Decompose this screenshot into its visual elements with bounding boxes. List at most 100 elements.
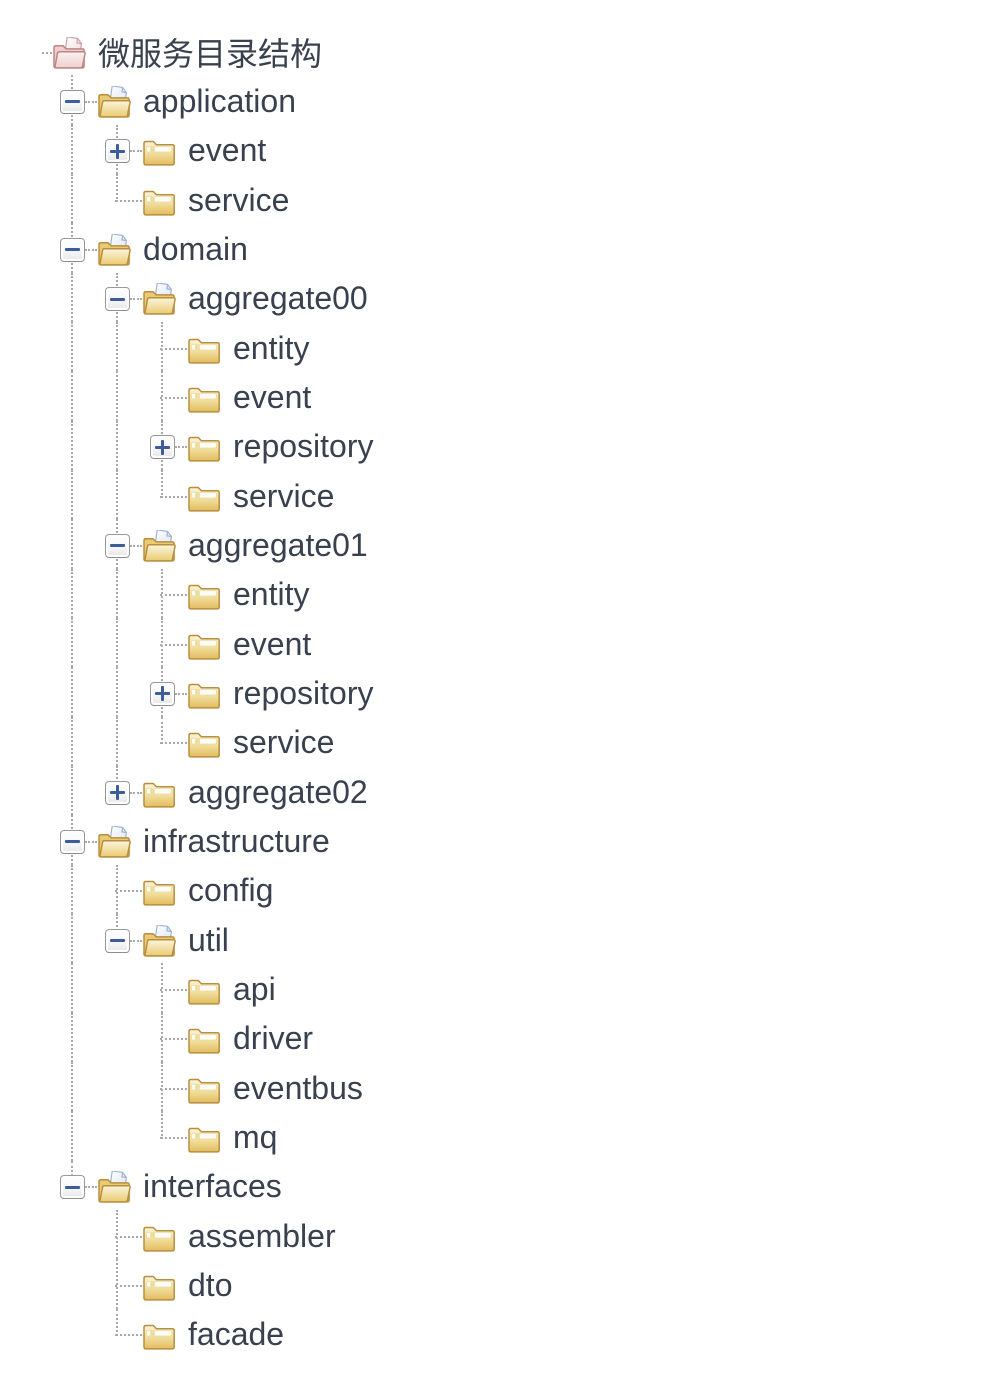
folder-closed-icon[interactable] bbox=[187, 727, 221, 759]
folder-closed-icon[interactable] bbox=[142, 185, 176, 217]
tree-node-interfaces[interactable]: interfaces bbox=[0, 1160, 982, 1210]
folder-closed-icon[interactable] bbox=[187, 974, 221, 1006]
tree-node-label[interactable]: service bbox=[188, 181, 290, 218]
folder-closed-icon[interactable] bbox=[142, 777, 176, 809]
expander-bar bbox=[116, 785, 119, 801]
folder-closed-icon[interactable] bbox=[187, 629, 221, 661]
tree-node-event[interactable]: event bbox=[0, 371, 982, 421]
folder-open-icon[interactable] bbox=[97, 85, 131, 118]
tree-node-application[interactable]: application bbox=[0, 75, 982, 125]
expand-plus-icon[interactable] bbox=[150, 435, 175, 460]
tree-node-label[interactable]: application bbox=[143, 82, 296, 119]
folder-closed-icon[interactable] bbox=[142, 875, 176, 907]
tree-node-config[interactable]: config bbox=[0, 864, 982, 914]
tree-node-label[interactable]: dto bbox=[188, 1266, 233, 1303]
tree-node-aggregate02[interactable]: aggregate02 bbox=[0, 765, 982, 816]
tree-node-root[interactable]: 微服务目录结构 bbox=[0, 26, 982, 75]
tree-node-label[interactable]: driver bbox=[233, 1019, 314, 1056]
tree-node-entity[interactable]: entity bbox=[0, 568, 982, 618]
folder-closed-icon[interactable] bbox=[142, 1319, 176, 1351]
folder-closed-icon[interactable] bbox=[187, 1073, 221, 1105]
tree-node-label[interactable]: assembler bbox=[188, 1217, 336, 1254]
project-root-icon[interactable] bbox=[52, 36, 86, 69]
folder-closed-icon[interactable] bbox=[187, 481, 221, 513]
tree-connector-line bbox=[71, 913, 73, 964]
tree-node-label[interactable]: config bbox=[188, 871, 274, 908]
tree-node-label[interactable]: util bbox=[188, 921, 229, 958]
collapse-minus-icon[interactable] bbox=[60, 89, 85, 114]
tree-node-repository[interactable]: repository bbox=[0, 667, 982, 717]
tree-node-repository[interactable]: repository bbox=[0, 420, 982, 470]
tree-node-mq[interactable]: mq bbox=[0, 1111, 982, 1161]
folder-closed-icon[interactable] bbox=[187, 678, 221, 710]
tree-node-entity[interactable]: entity bbox=[0, 321, 982, 372]
tree-node-label[interactable]: service bbox=[233, 477, 335, 514]
folder-closed-icon[interactable] bbox=[187, 1122, 221, 1154]
tree-node-label[interactable]: eventbus bbox=[233, 1069, 363, 1106]
tree-node-domain[interactable]: domain bbox=[0, 223, 982, 273]
tree-node-event[interactable]: event bbox=[0, 617, 982, 668]
folder-closed-icon[interactable] bbox=[142, 1221, 176, 1253]
tree-connector-line bbox=[71, 124, 73, 174]
tree-node-label[interactable]: service bbox=[233, 724, 335, 761]
expand-plus-icon[interactable] bbox=[150, 681, 175, 706]
folder-closed-icon[interactable] bbox=[187, 579, 221, 611]
tree-node-label[interactable]: aggregate02 bbox=[188, 773, 368, 810]
collapse-minus-icon[interactable] bbox=[60, 829, 85, 854]
expand-plus-icon[interactable] bbox=[105, 139, 130, 164]
tree-node-dto[interactable]: dto bbox=[0, 1259, 982, 1309]
tree-connector-line bbox=[71, 1061, 73, 1112]
expander-bar bbox=[161, 686, 164, 702]
tree-connector-line bbox=[161, 371, 163, 421]
collapse-minus-icon[interactable] bbox=[105, 533, 130, 558]
tree-node-label[interactable]: repository bbox=[233, 674, 374, 711]
folder-open-icon[interactable] bbox=[142, 529, 176, 562]
folder-closed-icon[interactable] bbox=[142, 1270, 176, 1302]
folder-open-icon[interactable] bbox=[142, 924, 176, 957]
tree-connector-line bbox=[161, 617, 163, 668]
tree-node-label[interactable]: interfaces bbox=[143, 1167, 282, 1204]
tree-node-service[interactable]: service bbox=[0, 716, 982, 766]
tree-node-util[interactable]: util bbox=[0, 913, 982, 964]
folder-closed-icon[interactable] bbox=[187, 1023, 221, 1055]
collapse-minus-icon[interactable] bbox=[60, 237, 85, 262]
collapse-minus-icon[interactable] bbox=[105, 928, 130, 953]
tree-node-infrastructure[interactable]: infrastructure bbox=[0, 815, 982, 865]
tree-node-label[interactable]: repository bbox=[233, 428, 374, 465]
tree-node-aggregate00[interactable]: aggregate00 bbox=[0, 272, 982, 322]
folder-open-icon[interactable] bbox=[142, 283, 176, 315]
tree-node-label[interactable]: api bbox=[233, 970, 276, 1007]
tree-node-label[interactable]: event bbox=[233, 625, 312, 662]
tree-node-label[interactable]: event bbox=[233, 378, 312, 415]
folder-open-icon[interactable] bbox=[97, 825, 131, 858]
tree-node-label[interactable]: aggregate00 bbox=[188, 280, 368, 317]
folder-closed-icon[interactable] bbox=[187, 382, 221, 414]
tree-node-service[interactable]: service bbox=[0, 173, 982, 224]
tree-node-aggregate01[interactable]: aggregate01 bbox=[0, 519, 982, 569]
tree-node-api[interactable]: api bbox=[0, 963, 982, 1013]
folder-closed-icon[interactable] bbox=[187, 431, 221, 463]
tree-node-eventbus[interactable]: eventbus bbox=[0, 1061, 982, 1112]
tree-node-assembler[interactable]: assembler bbox=[0, 1209, 982, 1260]
collapse-minus-icon[interactable] bbox=[60, 1175, 85, 1200]
collapse-minus-icon[interactable] bbox=[105, 287, 130, 312]
tree-node-service[interactable]: service bbox=[0, 469, 982, 520]
tree-node-label[interactable]: 微服务目录结构 bbox=[98, 35, 323, 72]
folder-open-icon[interactable] bbox=[97, 1171, 131, 1203]
tree-node-label[interactable]: facade bbox=[188, 1315, 285, 1352]
folder-open-icon[interactable] bbox=[97, 233, 131, 266]
tree-node-label[interactable]: entity bbox=[233, 576, 310, 613]
expander-bar bbox=[110, 939, 125, 943]
expand-plus-icon[interactable] bbox=[105, 780, 130, 805]
tree-node-driver[interactable]: driver bbox=[0, 1012, 982, 1062]
tree-node-label[interactable]: mq bbox=[233, 1118, 278, 1155]
folder-closed-icon[interactable] bbox=[142, 135, 176, 167]
tree-node-event[interactable]: event bbox=[0, 124, 982, 174]
tree-node-label[interactable]: entity bbox=[233, 329, 310, 366]
tree-node-facade[interactable]: facade bbox=[0, 1308, 982, 1358]
tree-node-label[interactable]: infrastructure bbox=[143, 822, 330, 859]
tree-node-label[interactable]: event bbox=[188, 132, 267, 169]
tree-node-label[interactable]: aggregate01 bbox=[188, 526, 368, 563]
folder-closed-icon[interactable] bbox=[187, 333, 221, 365]
tree-node-label[interactable]: domain bbox=[143, 230, 248, 267]
